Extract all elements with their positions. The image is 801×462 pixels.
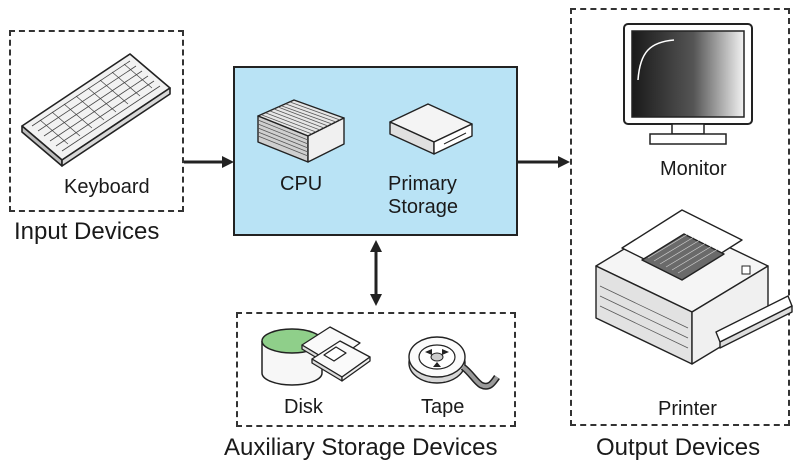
tape-label: Tape	[421, 396, 465, 418]
auxiliary-storage-group	[236, 312, 516, 427]
input-devices-label: Input Devices	[14, 218, 160, 245]
tape-icon	[408, 336, 500, 390]
arrow-cpu-aux-bidirectional	[370, 240, 382, 306]
auxiliary-storage-label: Auxiliary Storage Devices	[224, 434, 498, 461]
floppy-icon	[301, 326, 371, 382]
primary-storage-icon	[389, 103, 473, 155]
arrow-input-to-cpu	[184, 156, 234, 168]
arrow-cpu-to-output	[518, 156, 570, 168]
keyboard-label: Keyboard	[64, 176, 150, 198]
monitor-icon	[623, 23, 753, 145]
primary-storage-label-line1: Primary	[388, 173, 457, 195]
printer-icon	[595, 209, 793, 365]
keyboard-icon	[21, 53, 171, 167]
cpu-icon	[257, 99, 345, 163]
input-devices-group	[9, 30, 184, 212]
primary-storage-label-line2: Storage	[388, 196, 459, 218]
cpu-label: CPU	[280, 173, 323, 195]
output-devices-group	[570, 8, 790, 426]
printer-label: Printer	[658, 398, 717, 420]
monitor-label: Monitor	[660, 158, 727, 180]
disk-label: Disk	[284, 396, 323, 418]
output-devices-label: Output Devices	[596, 434, 761, 461]
